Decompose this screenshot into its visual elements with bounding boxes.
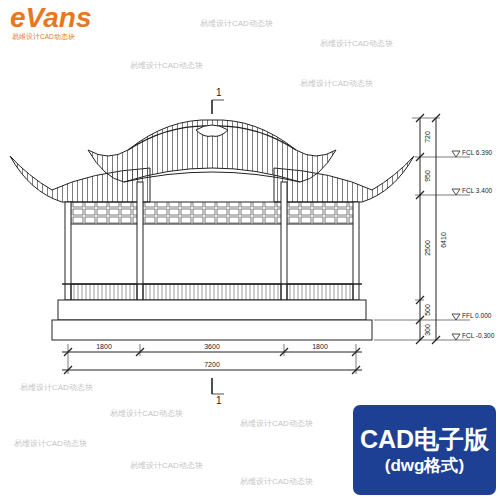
badge-title: CAD电子版 <box>357 424 492 455</box>
dimension: 6410 <box>440 232 447 248</box>
logo: eVans <box>10 4 91 32</box>
format-badge: CAD电子版(dwg格式) <box>353 405 496 495</box>
level-mark: FCL 3.400 <box>462 188 492 195</box>
dimension: 300 <box>424 324 431 336</box>
dimension: 720 <box>424 131 431 143</box>
level-mark: FCL -0.300 <box>462 333 494 340</box>
dimension: 2500 <box>424 240 431 256</box>
section-mark: 1 <box>216 396 222 406</box>
dimension: 1800 <box>96 343 112 350</box>
watermark: 易维设计CAD动态块 <box>300 80 373 88</box>
watermark: 易维设计CAD动态块 <box>14 440 87 448</box>
watermark: 易维设计CAD动态块 <box>110 410 183 418</box>
badge-subtitle: (dwg格式) <box>357 455 492 476</box>
dimension: 1800 <box>312 343 328 350</box>
watermark: 易维设计CAD动态块 <box>130 62 203 70</box>
dimension: 950 <box>424 170 431 182</box>
dimension: 7200 <box>204 361 220 368</box>
dimension: 3600 <box>204 343 220 350</box>
watermark: 易维设计CAD动态块 <box>200 20 273 28</box>
watermark: 易维设计CAD动态块 <box>320 40 393 48</box>
watermark: 易维设计CAD动态块 <box>240 420 313 428</box>
watermark: 易维设计CAD动态块 <box>240 478 313 486</box>
watermark: 易维设计CAD动态块 <box>130 462 203 470</box>
level-mark: FFL 0.000 <box>462 313 491 320</box>
logo-subtitle: 易维设计CAD动态块 <box>12 34 75 41</box>
level-mark: FCL 6.390 <box>462 150 492 157</box>
section-mark: 1 <box>216 88 222 98</box>
watermark: 易维设计CAD动态块 <box>20 384 93 392</box>
dimension: 500 <box>424 304 431 316</box>
